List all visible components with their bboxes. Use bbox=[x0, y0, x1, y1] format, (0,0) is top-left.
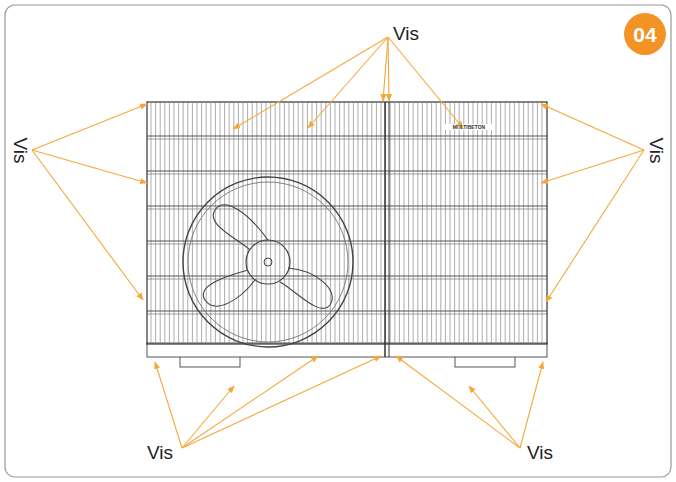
leader-line bbox=[383, 37, 388, 101]
leader-line bbox=[155, 362, 182, 448]
leader-line bbox=[32, 150, 147, 183]
leader-line bbox=[541, 150, 644, 183]
grille-line bbox=[147, 206, 547, 207]
leader-line bbox=[546, 150, 644, 302]
leader-line bbox=[388, 37, 463, 128]
grille-line bbox=[147, 279, 547, 280]
leader-line bbox=[469, 386, 520, 448]
leader-line bbox=[308, 37, 388, 128]
leader-line bbox=[388, 37, 389, 101]
screw-label: Vis bbox=[147, 443, 173, 462]
grille-line bbox=[147, 136, 547, 137]
frame bbox=[5, 5, 671, 477]
grille-line bbox=[147, 244, 547, 245]
screw-label: Vis bbox=[647, 137, 666, 163]
leader-line bbox=[520, 362, 543, 448]
leader-lines bbox=[32, 37, 644, 448]
screw-label: Vis bbox=[11, 137, 30, 163]
callout-number: 04 bbox=[633, 24, 656, 45]
leader-line bbox=[233, 37, 388, 129]
leader-line bbox=[32, 104, 147, 150]
screw-label: Vis bbox=[527, 443, 553, 462]
outdoor-unit bbox=[147, 102, 547, 367]
leader-line bbox=[541, 104, 644, 150]
badge-circle bbox=[624, 13, 666, 55]
grille-line bbox=[147, 241, 547, 242]
grille-line bbox=[147, 174, 547, 175]
leader-line bbox=[182, 356, 381, 448]
grille-line bbox=[147, 209, 547, 210]
grille-line bbox=[147, 311, 547, 312]
leader-line bbox=[32, 150, 143, 300]
leader-line bbox=[182, 356, 318, 448]
grille-line bbox=[147, 139, 547, 140]
grille-line bbox=[147, 171, 547, 172]
leader-line bbox=[396, 356, 520, 448]
leader-line bbox=[182, 386, 234, 448]
screw-label: Vis bbox=[393, 24, 419, 43]
brand-logo: MULTIBETON bbox=[453, 125, 485, 130]
